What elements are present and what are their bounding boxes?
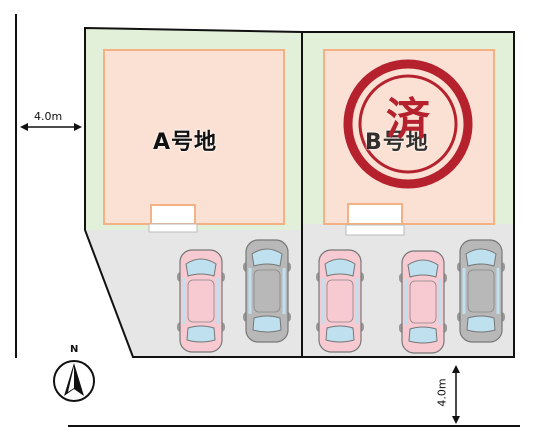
lot-a-boundary: [84, 26, 303, 358]
sold-stamp-label: 済: [386, 94, 430, 145]
lot-a-building: [103, 49, 285, 225]
lot-a-car-1-icon: [177, 249, 225, 353]
lot-b-car-1-icon: [316, 249, 364, 353]
lot-a-step: [148, 223, 198, 233]
south-road-width-label: 4.0m: [435, 378, 449, 407]
lot-b-entrance: [347, 203, 403, 225]
lot-a-car-2-icon: [243, 239, 291, 343]
sold-stamp-icon: [343, 59, 473, 189]
west-road-width-label: 4.0m: [34, 110, 63, 123]
lot-a-entrance: [150, 204, 196, 225]
south-road-dimension: [452, 365, 460, 424]
lot-b-car-3-icon: [457, 239, 505, 343]
lot-b-label: B号地: [365, 130, 429, 155]
lot-b-step: [345, 224, 405, 236]
lot-b-boundary: [301, 31, 515, 358]
lot-b-car-2-icon: [399, 250, 447, 354]
lot-a-label: A号地: [153, 130, 218, 155]
north-label: N: [70, 344, 79, 355]
west-road-dimension: [20, 123, 82, 131]
north-compass-icon: [53, 360, 95, 402]
